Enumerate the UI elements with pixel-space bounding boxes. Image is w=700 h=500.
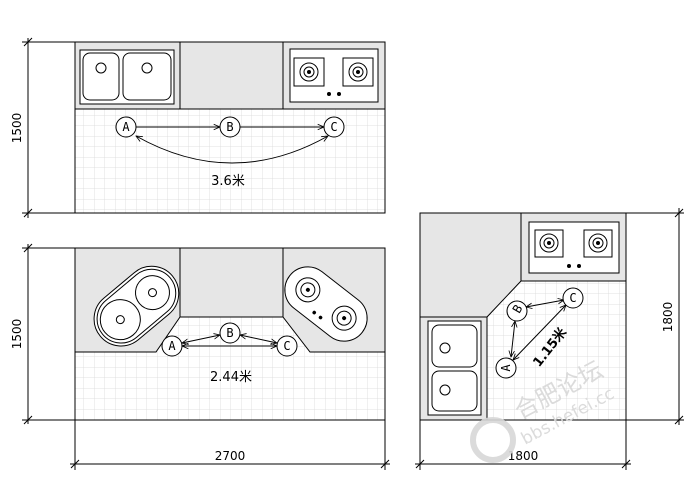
layout-angled: A B C 2.44米 1500 2700	[10, 243, 390, 470]
svg-text:B: B	[226, 326, 233, 340]
layout-straight: A B C 3.6米 1500	[10, 37, 386, 218]
path-a-b	[182, 335, 220, 343]
point-b: B	[506, 300, 528, 322]
path-c-a	[136, 136, 328, 164]
forum-logo-icon	[470, 417, 516, 463]
svg-text:1500: 1500	[10, 319, 24, 350]
dimension-width: 1800	[415, 420, 631, 470]
distance-label: 2.44米	[210, 370, 252, 385]
angled-sink-icon	[93, 265, 180, 347]
point-c: C	[562, 287, 584, 309]
svg-text:2700: 2700	[215, 449, 246, 463]
svg-text:C: C	[569, 291, 576, 305]
dimension-width: 2700	[70, 420, 390, 470]
svg-text:1500: 1500	[10, 113, 24, 144]
gas-stove-icon	[528, 221, 620, 274]
double-sink-icon	[427, 320, 482, 416]
point-b: B	[219, 116, 241, 138]
point-a: A	[161, 335, 183, 357]
dimension-height: 1500	[10, 243, 75, 425]
svg-text:A: A	[122, 120, 130, 134]
svg-text:B: B	[226, 120, 233, 134]
dimension-height: 1800	[626, 208, 684, 425]
svg-text:1800: 1800	[508, 449, 539, 463]
path-c-a	[513, 305, 566, 360]
point-a: A	[115, 116, 137, 138]
svg-text:A: A	[499, 364, 513, 372]
svg-text:C: C	[330, 120, 337, 134]
double-sink-icon	[79, 49, 175, 105]
angled-stove-icon	[284, 266, 368, 342]
point-c: C	[276, 335, 298, 357]
svg-text:C: C	[283, 339, 290, 353]
distance-label: 3.6米	[211, 174, 245, 189]
point-c: C	[323, 116, 345, 138]
path-b-c	[240, 335, 277, 343]
dimension-height: 1500	[10, 37, 75, 218]
layout-l-shape: A B C 1.15米 1800 1800	[415, 208, 684, 470]
svg-text:A: A	[168, 339, 176, 353]
gas-stove-icon	[289, 48, 379, 103]
point-a: A	[495, 357, 517, 379]
point-b: B	[219, 322, 241, 344]
svg-text:1800: 1800	[661, 302, 675, 333]
